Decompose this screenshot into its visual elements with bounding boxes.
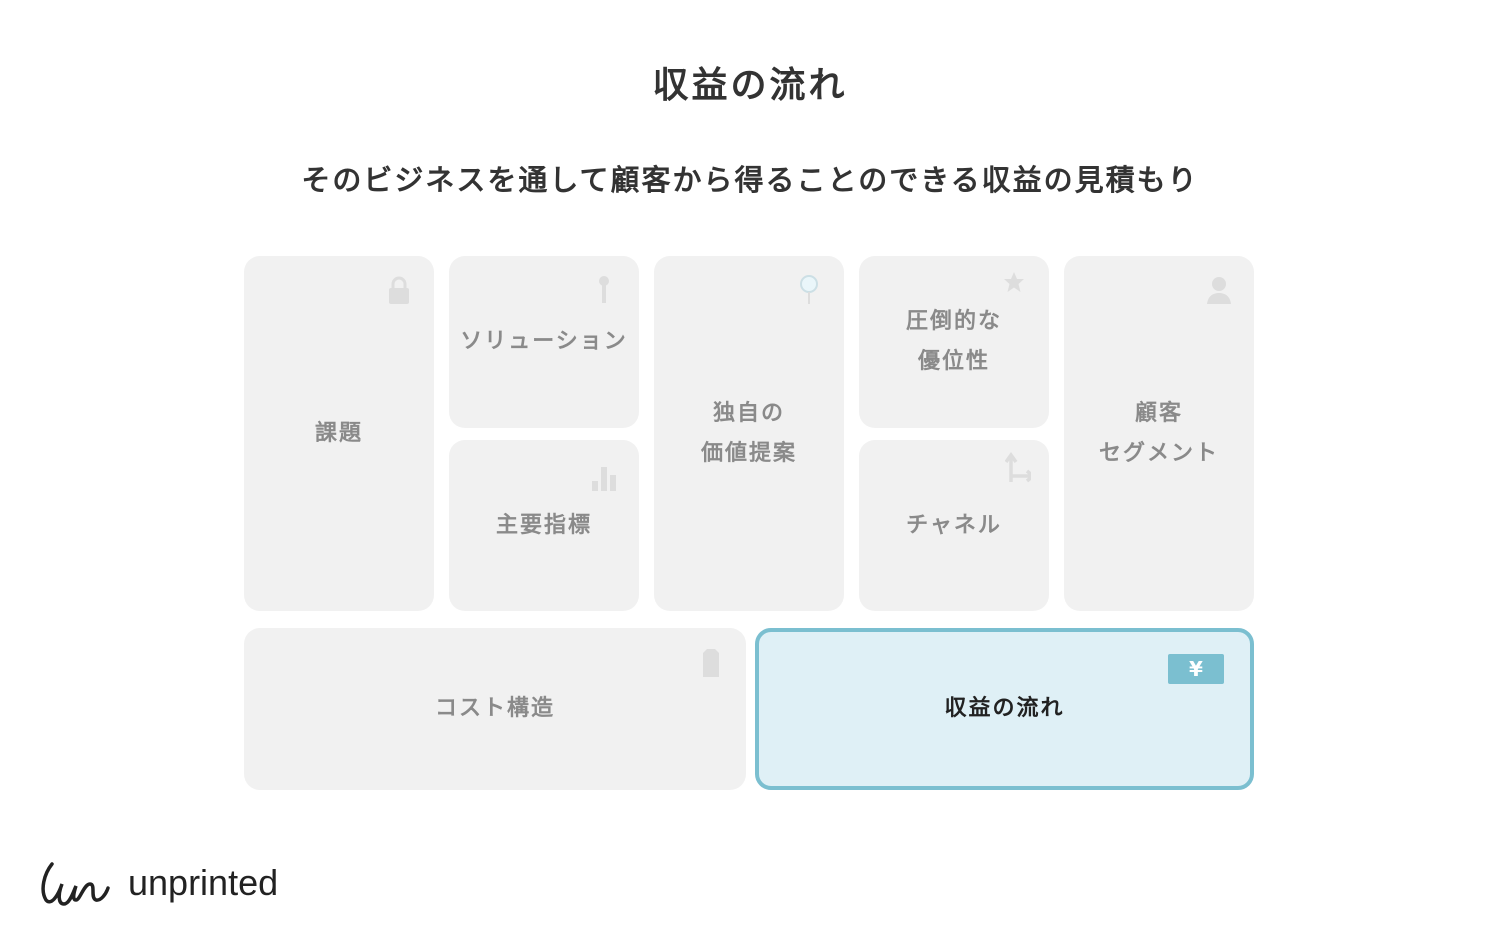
cell-problem[interactable]: 課題 [244, 256, 434, 611]
cell-label: 収益の流れ [944, 696, 1065, 721]
cell-key-metrics[interactable]: 主要指標 [449, 440, 639, 611]
page-subtitle: そのビジネスを通して顧客から得ることのできる収益の見積もり [301, 163, 1199, 197]
star-icon [1001, 266, 1027, 298]
page-title: 収益の流れ [652, 65, 848, 106]
cell-solution[interactable]: ソリューション [449, 256, 639, 428]
lock-icon [386, 274, 412, 306]
cell-unique-value-proposition[interactable]: 独自の 価値提案 [654, 256, 844, 611]
yen-icon: ¥ [1168, 654, 1224, 684]
cell-channels[interactable]: チャネル [859, 440, 1049, 611]
logo-mark-icon [41, 862, 110, 906]
cell-label: コスト構造 [434, 696, 555, 721]
magnifier-icon [796, 274, 822, 306]
logo-text: unprinted [128, 862, 279, 903]
arrow-icon [1005, 452, 1031, 484]
cell-customer-segments[interactable]: 顧客 セグメント [1064, 256, 1254, 611]
cell-label: 顧客 セグメント [1098, 400, 1219, 466]
key-icon [591, 274, 617, 306]
cell-unfair-advantage[interactable]: 圧倒的な 優位性 [859, 256, 1049, 428]
cell-label: 圧倒的な 優位性 [905, 309, 1002, 374]
cell-label: 主要指標 [495, 512, 592, 538]
cell-cost-structure[interactable]: コスト構造 [244, 628, 746, 790]
unprinted-logo: unprinted [38, 860, 278, 906]
cell-label: 独自の 価値提案 [700, 400, 797, 466]
cell-revenue-streams[interactable]: ¥ 収益の流れ [755, 628, 1254, 790]
person-icon [1206, 274, 1232, 306]
bar-chart-icon [591, 462, 617, 494]
cell-label: チャネル [906, 512, 1002, 538]
cell-label: 課題 [314, 420, 363, 446]
tag-icon [698, 646, 724, 678]
cell-label: ソリューション [460, 329, 628, 354]
